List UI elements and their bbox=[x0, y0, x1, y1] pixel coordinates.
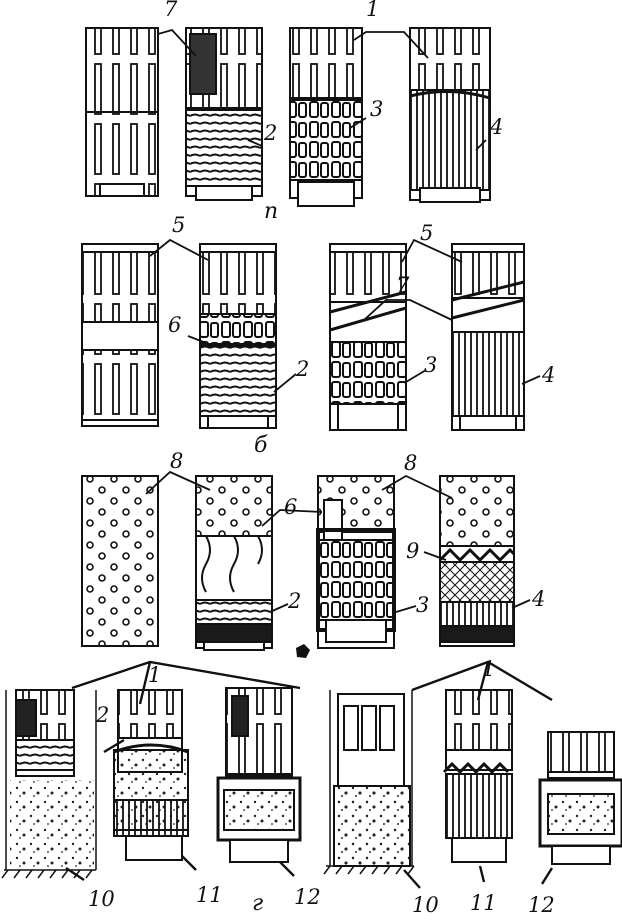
label-2-row-d: 2 bbox=[95, 703, 109, 727]
label-12-row-d-right: 12 bbox=[528, 893, 555, 917]
tube-b4 bbox=[451, 243, 525, 431]
caption-b: б bbox=[254, 433, 268, 458]
row-c bbox=[81, 470, 531, 651]
label-3-row-b: 3 bbox=[424, 353, 437, 377]
tube-c3 bbox=[316, 475, 396, 649]
row-d-leaders bbox=[65, 660, 554, 889]
label-9-row-c: 9 bbox=[406, 539, 419, 563]
caption-a: п bbox=[264, 199, 278, 224]
label-3-row-c: 3 bbox=[416, 593, 429, 617]
label-7-row-a: 7 bbox=[164, 0, 178, 21]
label-10-row-d-right: 10 bbox=[412, 893, 439, 917]
row-c-leaders bbox=[145, 470, 531, 613]
tube-d6 bbox=[538, 731, 622, 865]
tube-b1 bbox=[81, 243, 159, 427]
row-a bbox=[85, 27, 491, 207]
label-11-row-d-right: 11 bbox=[470, 891, 497, 915]
label-4-row-a: 4 bbox=[489, 115, 503, 139]
tube-d1 bbox=[10, 689, 94, 868]
label-1-row-d-left: 1 bbox=[148, 663, 161, 687]
tube-b3 bbox=[329, 243, 407, 431]
tube-d5 bbox=[442, 689, 513, 863]
label-8-row-c-left: 8 bbox=[170, 449, 183, 473]
tube-d2 bbox=[113, 689, 189, 861]
tube-a1 bbox=[85, 27, 159, 197]
label-8-row-c-right: 8 bbox=[404, 451, 417, 475]
tube-a4 bbox=[409, 27, 491, 203]
tube-d4 bbox=[333, 693, 411, 867]
label-11-row-d-left: 11 bbox=[196, 883, 223, 907]
label-2-row-b: 2 bbox=[295, 357, 309, 381]
label-7-row-b: 7 bbox=[396, 273, 410, 297]
label-3-row-a: 3 bbox=[370, 97, 383, 121]
tube-a2 bbox=[185, 27, 263, 201]
label-2-row-a: 2 bbox=[263, 121, 277, 145]
tube-a3 bbox=[289, 27, 363, 207]
label-1-row-a: 1 bbox=[366, 0, 379, 21]
label-12-row-d-left: 12 bbox=[294, 885, 321, 909]
ink-blot bbox=[296, 644, 310, 658]
label-1-row-d-right: 1 bbox=[482, 657, 495, 681]
caption-g: г bbox=[252, 891, 263, 916]
row-a-leaders bbox=[157, 28, 487, 151]
tube-d3 bbox=[216, 687, 302, 863]
label-4-row-b: 4 bbox=[541, 363, 555, 387]
tube-b2 bbox=[199, 243, 277, 429]
label-2-row-c: 2 bbox=[287, 589, 301, 613]
row-d bbox=[1, 660, 622, 889]
tube-c2 bbox=[195, 475, 273, 651]
row-b-leaders bbox=[149, 238, 541, 393]
row-b bbox=[81, 238, 541, 431]
label-5-row-b-right: 5 bbox=[420, 221, 433, 245]
label-6-row-b: 6 bbox=[168, 313, 181, 337]
label-6-row-c: 6 bbox=[284, 495, 297, 519]
label-10-row-d-left: 10 bbox=[88, 887, 115, 911]
tube-c4 bbox=[438, 475, 516, 647]
tube-c1 bbox=[81, 475, 159, 647]
label-4-row-c: 4 bbox=[531, 587, 545, 611]
label-5-row-b-left: 5 bbox=[172, 213, 185, 237]
